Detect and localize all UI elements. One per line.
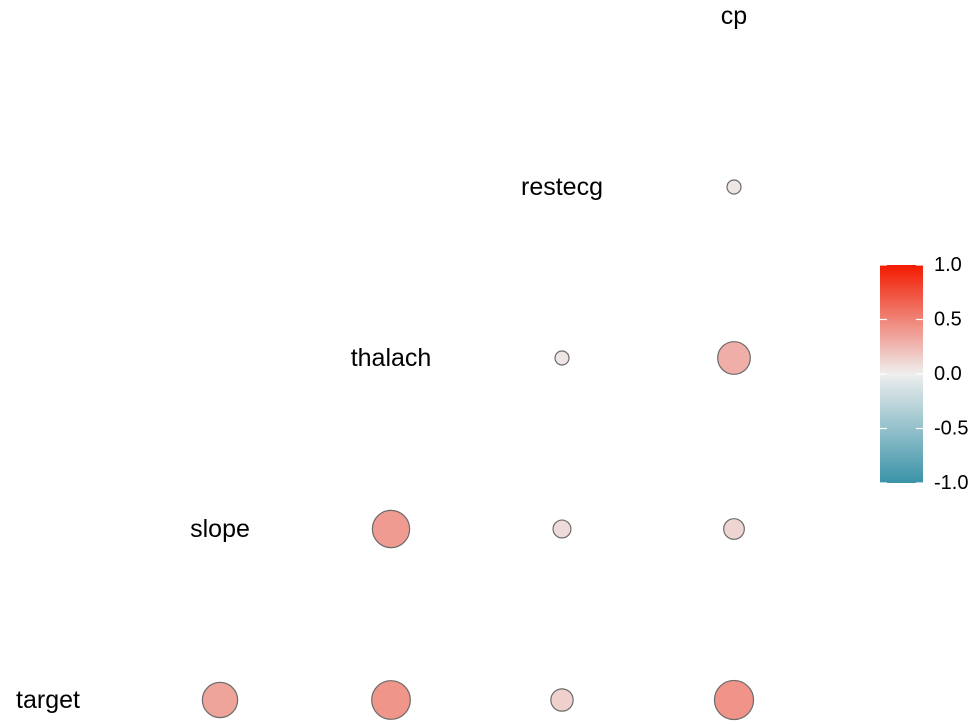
legend-tick-label: -1.0 bbox=[934, 472, 968, 494]
variable-label-slope: slope bbox=[190, 515, 250, 543]
corr-circle-restecg-cp bbox=[726, 179, 742, 195]
color-legend: 1.0 0.5 0.0 -0.5 -1.0 bbox=[880, 254, 968, 494]
legend-color-bar bbox=[880, 265, 923, 483]
corr-circle-target-slope bbox=[201, 681, 239, 719]
legend-tick-label: 1.0 bbox=[934, 254, 962, 276]
corr-circle-target-restecg bbox=[550, 688, 574, 712]
legend-tick-label: 0.5 bbox=[934, 309, 962, 331]
corr-circle-target-thalach bbox=[371, 680, 411, 720]
variable-label-target: target bbox=[16, 686, 80, 714]
legend-tick-label: 0.0 bbox=[934, 363, 962, 385]
legend-tick-label: -0.5 bbox=[934, 418, 968, 440]
corr-circle-target-cp bbox=[713, 679, 755, 721]
variable-label-restecg: restecg bbox=[521, 173, 603, 201]
corr-circle-slope-thalach bbox=[371, 509, 411, 549]
variable-labels: target slope thalach restecg cp bbox=[16, 2, 747, 714]
corr-circle-slope-restecg bbox=[552, 519, 572, 539]
corr-circle-thalach-cp bbox=[717, 341, 751, 375]
corr-circle-slope-cp bbox=[723, 518, 745, 540]
variable-label-thalach: thalach bbox=[351, 344, 432, 372]
corr-circle-thalach-restecg bbox=[554, 350, 570, 366]
correlation-marks bbox=[201, 179, 755, 721]
variable-label-cp: cp bbox=[721, 2, 747, 30]
